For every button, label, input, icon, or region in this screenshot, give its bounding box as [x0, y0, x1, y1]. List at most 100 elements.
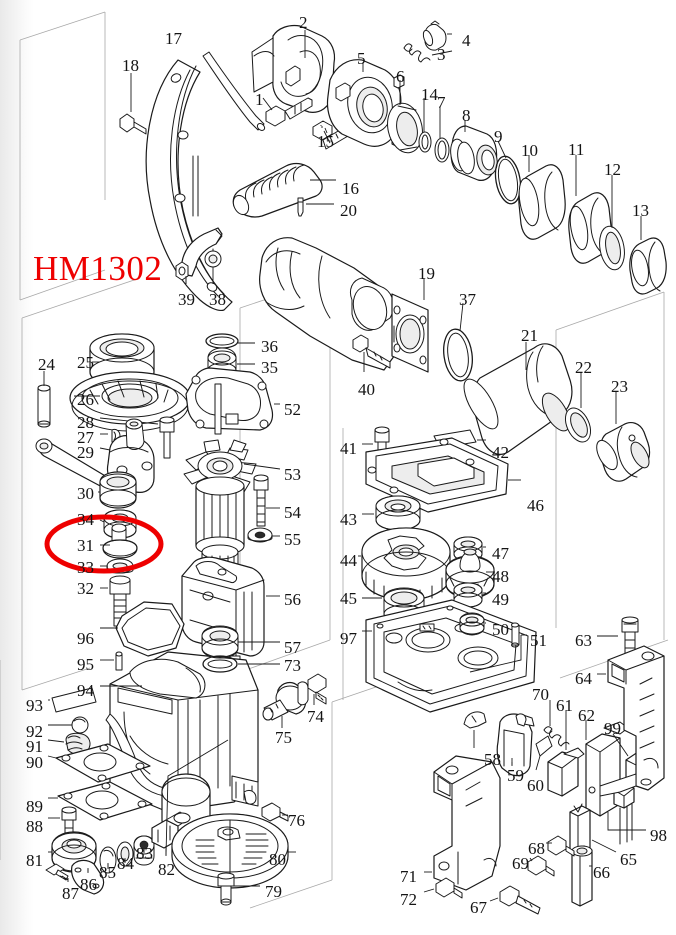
part-95-pin	[115, 651, 123, 671]
part-callout-82: 82	[158, 860, 175, 879]
part-callout-36: 36	[261, 337, 278, 356]
leader-37	[459, 302, 464, 332]
leader-60	[535, 755, 541, 771]
part-callout-31: 31	[77, 536, 94, 555]
part-92-ball	[71, 716, 89, 734]
part-59-trigger	[496, 713, 535, 777]
part-callout-79: 79	[265, 882, 282, 901]
part-30-con-rod	[35, 438, 137, 509]
part-callout-23: 23	[611, 377, 628, 396]
part-20-pin	[297, 197, 304, 217]
part-70-spring	[543, 726, 570, 747]
part-callout-11: 11	[568, 140, 585, 159]
part-93-strip	[51, 687, 97, 713]
leader-90	[47, 755, 57, 759]
part-callout-5: 5	[357, 49, 366, 68]
part-19-crank-housing	[259, 237, 429, 373]
part-callout-21: 21	[521, 326, 538, 345]
part-callout-92: 92	[26, 722, 43, 741]
part-callout-89: 89	[26, 797, 43, 816]
part-callout-72: 72	[400, 890, 417, 909]
part-18-screw	[119, 113, 147, 135]
part-callout-50: 50	[492, 620, 509, 639]
part-callout-40: 40	[358, 380, 375, 399]
part-callout-59: 59	[507, 766, 524, 785]
part-53-armature	[183, 383, 257, 594]
part-callout-44: 44	[340, 551, 357, 570]
part-callout-90: 90	[26, 753, 43, 772]
part-callout-62: 62	[578, 706, 595, 725]
part-callout-84: 84	[117, 854, 134, 873]
part-75-bolt	[262, 681, 309, 721]
part-4-cap	[422, 20, 447, 51]
leader-65	[591, 839, 617, 853]
part-82-joint	[151, 811, 191, 849]
part-37-oring	[443, 328, 473, 382]
part-39-lever	[175, 227, 223, 281]
part-callout-15: 15	[317, 132, 334, 151]
part-callout-87: 87	[62, 884, 79, 903]
part-49-cap	[453, 582, 483, 608]
part-callout-42: 42	[492, 443, 509, 462]
part-callout-55: 55	[284, 530, 301, 549]
part-callout-88: 88	[26, 817, 43, 836]
part-callout-86: 86	[80, 875, 97, 894]
part-callout-60: 60	[527, 776, 544, 795]
part-callout-39: 39	[178, 290, 195, 309]
part-36-oring	[205, 333, 239, 349]
part-callout-53: 53	[284, 465, 301, 484]
part-callout-35: 35	[261, 358, 278, 377]
part-55-washer	[247, 527, 273, 543]
part-callout-85: 85	[99, 863, 116, 882]
leader-29	[99, 447, 111, 451]
part-48-spindle	[445, 548, 495, 607]
part-74-bolt	[307, 673, 327, 705]
part-callout-58: 58	[484, 750, 501, 769]
part-callout-70: 70	[532, 685, 549, 704]
part-86-cover	[71, 859, 105, 895]
part-23-collar	[596, 422, 651, 482]
part-callout-69: 69	[512, 854, 529, 873]
leader-69	[529, 857, 533, 862]
leader-99	[612, 733, 629, 757]
part-callout-26: 26	[77, 390, 94, 409]
part-64-handle	[599, 645, 665, 797]
part-callout-1: 1	[255, 90, 264, 109]
part-callout-19: 19	[418, 264, 435, 283]
part-40-bolt	[352, 334, 391, 369]
part-5-front-housing	[326, 59, 405, 147]
part-callout-9: 9	[494, 127, 503, 146]
part-callout-10: 10	[521, 141, 538, 160]
part-50-cap	[459, 612, 485, 636]
part-8-sleeve	[450, 125, 498, 181]
part-callout-99: 99	[604, 719, 621, 738]
part-callout-27: 27	[77, 428, 94, 447]
part-58-clip	[463, 711, 487, 729]
part-96-gasket	[115, 601, 185, 657]
part-66-tube	[571, 845, 593, 907]
part-callout-54: 54	[284, 503, 301, 522]
part-callout-18: 18	[122, 56, 139, 75]
part-21-cylinder	[463, 343, 573, 455]
part-callout-74: 74	[307, 707, 324, 726]
part-callout-94: 94	[77, 681, 94, 700]
part-callout-45: 45	[340, 589, 357, 608]
leader-91	[47, 739, 65, 743]
part-callout-68: 68	[528, 839, 545, 858]
part-31-crank-pin	[102, 523, 138, 559]
part-1-pin	[265, 97, 313, 127]
part-callout-8: 8	[462, 106, 471, 125]
leader-9	[497, 140, 507, 159]
part-callout-24: 24	[38, 355, 55, 374]
part-callout-61: 61	[556, 696, 573, 715]
part-43-bushing	[375, 495, 421, 531]
part-callout-56: 56	[284, 590, 301, 609]
part-89-base-gasket	[57, 781, 153, 821]
part-callout-32: 32	[77, 579, 94, 598]
part-callout-33: 33	[77, 558, 94, 577]
part-52-gasket	[185, 367, 274, 431]
part-12-ring	[599, 225, 625, 271]
part-callout-22: 22	[575, 358, 592, 377]
part-callout-51: 51	[530, 631, 547, 650]
